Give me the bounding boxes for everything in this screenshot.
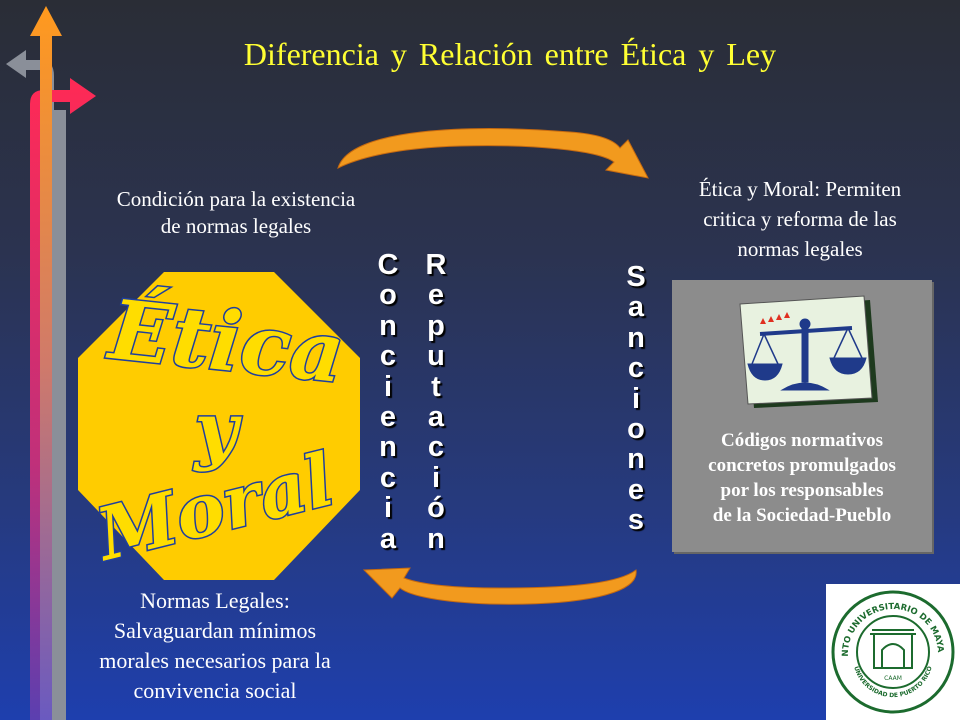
red-bar <box>30 78 96 720</box>
page-title: Diferencia y Relación entre Ética y Ley <box>243 36 777 72</box>
seal-text-small: CAAM <box>884 675 902 682</box>
octagon-etica-moral: Ética y Moral <box>78 272 360 580</box>
svg-text:UNIVERSIDAD DE PUERTO RICO: UNIVERSIDAD DE PUERTO RICO <box>852 665 933 699</box>
university-seal: RECINTO UNIVERSITARIO DE MAYAGÜEZ UNIVER… <box>823 576 960 720</box>
seal-logo-icon: RECINTO UNIVERSITARIO DE MAYAGÜEZ UNIVER… <box>823 576 955 714</box>
scales-of-justice-icon <box>739 295 878 408</box>
codigos-text: Códigos normativos concretos promulgados… <box>708 430 896 526</box>
vertical-reputacion: R e p u t a c i ó n <box>425 249 447 555</box>
top-curved-arrow <box>337 128 649 179</box>
decorative-bars <box>6 6 96 720</box>
label-etica-moral: Ética y Moral: Permiten critica y reform… <box>698 177 902 261</box>
orange-bar <box>30 6 62 720</box>
vertical-conciencia: C o n c i e n c i a <box>377 249 399 555</box>
vertical-sanciones: S a n c i o n e s <box>626 261 646 537</box>
label-condicion: Condición para la existencia de normas l… <box>116 187 356 238</box>
bottom-curved-arrow <box>362 567 637 605</box>
seal-text-bottom: UNIVERSIDAD DE PUERTO RICO <box>852 665 933 699</box>
label-normas-legales: Normas Legales: Salvaguardan mínimos mor… <box>99 588 331 703</box>
octagon-text-y: y <box>193 387 243 473</box>
